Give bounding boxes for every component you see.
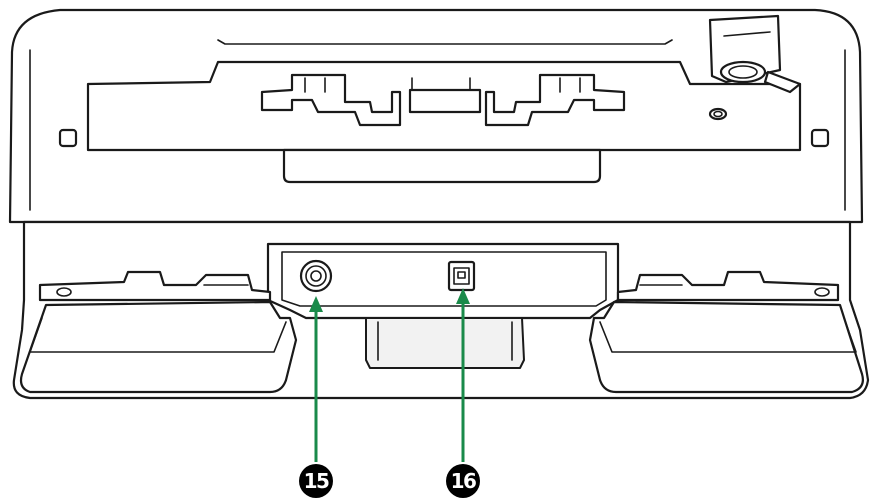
callout-15: 15: [299, 296, 333, 498]
callout-15-number: 15: [304, 469, 329, 493]
callout-15-badge: [299, 464, 333, 498]
right-side-slot: [810, 128, 830, 148]
callout-16-number: 16: [451, 469, 476, 493]
paper-guides: [260, 73, 626, 127]
usb-port: [447, 260, 476, 292]
feed-lip: [282, 148, 602, 184]
connector-panel: [266, 242, 620, 320]
callout-16-badge: [446, 464, 480, 498]
callout-16: 16: [446, 288, 480, 498]
power-jack: [299, 259, 333, 293]
callout-16-arrowhead: [456, 288, 470, 304]
left-side-slot: [58, 128, 78, 148]
left-paper-rest: [38, 270, 272, 302]
right-paper-rest: [616, 270, 840, 302]
callout-15-arrowhead: [309, 296, 323, 312]
output-tray: [19, 300, 864, 394]
lid-hinge: [708, 14, 802, 121]
